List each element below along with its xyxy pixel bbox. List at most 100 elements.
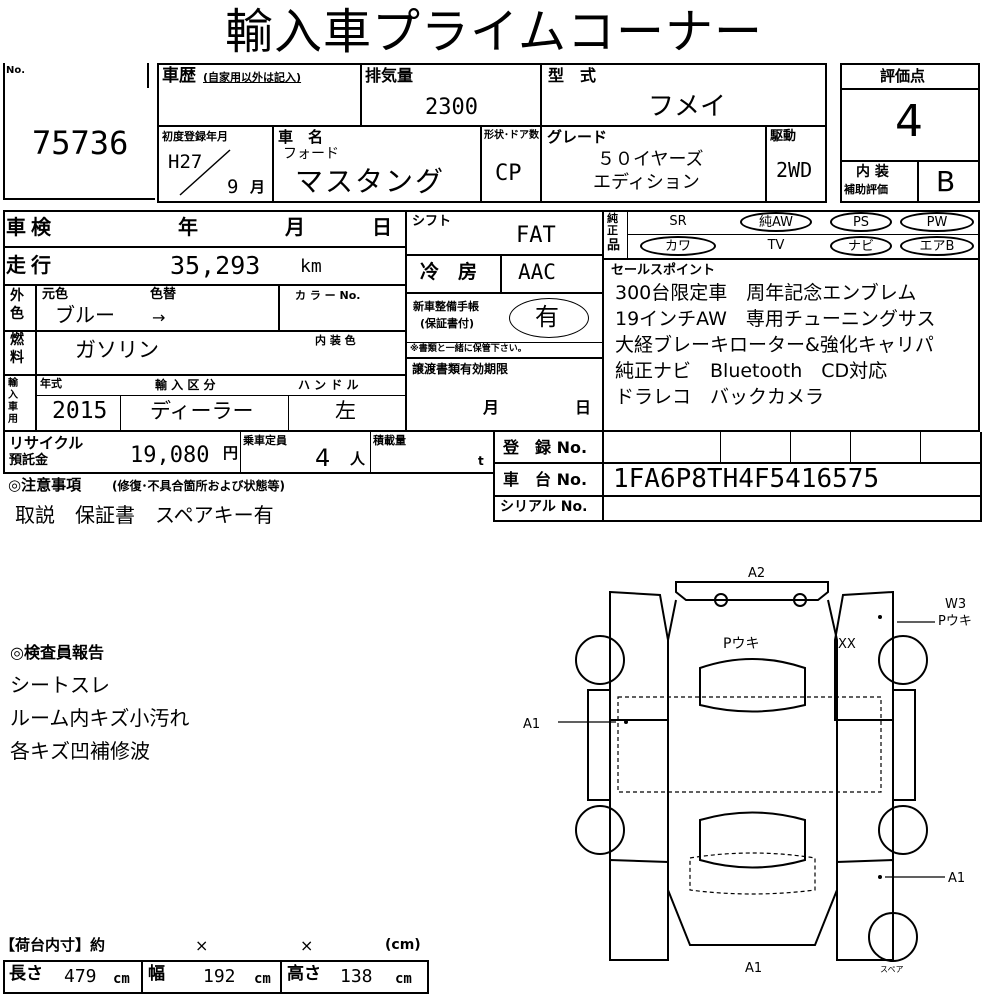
import-side-label: 輸入車用 — [8, 378, 18, 425]
transfer-day: 日 — [575, 398, 592, 417]
serial-label: シリアル No. — [500, 499, 588, 515]
diagram-spare-label: スペア — [880, 965, 903, 974]
history-label: 車歴 — [162, 66, 196, 86]
color-orig-label: 元色 — [42, 287, 69, 302]
score-value: 4 — [895, 96, 923, 147]
import-type: ディーラー — [150, 399, 254, 423]
interior-label-2: 補助評価 — [844, 183, 888, 196]
equipment-side-2: 品 — [607, 238, 621, 253]
width-value: 192 — [203, 966, 236, 987]
service-book-note: ※書類と一緒に保管下さい。 — [410, 344, 527, 354]
first-reg-month: 9 — [227, 176, 239, 198]
equipment-row2-item-2: ナビ — [830, 236, 892, 256]
chassis-value: 1FA6P8TH4F5416575 — [613, 464, 880, 494]
recycle-unit: 円 — [223, 444, 239, 462]
mileage-value: 35,293 — [170, 251, 261, 280]
grade-line1: ５０イヤーズ — [597, 149, 704, 170]
equipment-row1-item-2: PS — [830, 212, 892, 232]
import-type-label: 輸 入 区 分 — [155, 378, 216, 392]
diagram-mark-w3: W3 — [945, 597, 966, 612]
interior-label-1: 内 装 — [856, 164, 889, 180]
import-handle-label: ハ ン ド ル — [298, 378, 359, 392]
first-reg-month-unit: 月 — [250, 178, 266, 196]
color-orig: ブルー — [55, 303, 115, 327]
ac-label: 冷 房 — [420, 261, 478, 283]
equipment-row2-item-1: TV — [767, 238, 785, 253]
cargo-x1: × — [195, 936, 209, 955]
fuel-value: ガソリン — [75, 338, 159, 362]
sales-point-2: 19インチAW 専用チューニングサス — [615, 308, 936, 330]
notes-text: 取説 保証書 スペアキー有 — [15, 503, 274, 527]
grade-label: グレード — [547, 128, 608, 146]
equipment-row2-item-3: エアB — [900, 236, 974, 256]
displacement-label: 排気量 — [365, 66, 414, 85]
inspector-line-1: シートスレ — [10, 673, 110, 697]
recycle-value: 19,080 — [130, 443, 210, 468]
capacity-unit: 人 — [350, 450, 366, 468]
inspection-day: 日 — [372, 215, 392, 239]
interior-color-label: 内 装 色 — [315, 334, 356, 347]
inspection-label: 車検 — [6, 215, 56, 239]
history-note: (自家用以外は記入) — [203, 71, 302, 84]
car-damage-diagram: A2 W3 Pウキ Pウキ XX A1 A1 A1 スペア — [523, 566, 972, 976]
diagram-mark-a1-right: A1 — [948, 871, 965, 886]
shift-value: FAT — [516, 223, 556, 248]
registration-label: 登 録 No. — [503, 438, 588, 457]
mileage-label: 走行 — [6, 253, 56, 277]
recycle-label-2: 預託金 — [9, 453, 49, 468]
transfer-month: 月 — [483, 398, 500, 417]
color-arrow: → — [152, 308, 166, 327]
height-label: 高さ — [287, 964, 321, 984]
color-code-label: カ ラ ー No. — [295, 289, 361, 302]
height-unit: cm — [395, 971, 412, 987]
drive-label: 駆動 — [770, 129, 797, 144]
cargo-unit: (cm) — [385, 937, 421, 953]
chassis-label: 車 台 No. — [503, 470, 588, 489]
recycle-label-1: リサイクル — [9, 434, 84, 452]
height-value: 138 — [340, 966, 373, 987]
diagram-mark-a1-bottom: A1 — [745, 961, 762, 976]
equipment-row1-item-1: 純AW — [740, 212, 812, 232]
body-label: 形状･ドア数 — [484, 130, 539, 141]
width-unit: cm — [254, 971, 271, 987]
equipment-row2-item-0: カワ — [640, 236, 716, 256]
sales-point-1: 300台限定車 周年記念エンブレム — [615, 282, 917, 304]
sales-points-label: セールスポイント — [611, 263, 716, 278]
length-label: 長さ — [9, 964, 43, 984]
first-reg-era: H27 — [168, 151, 203, 173]
diagram-mark-xx: XX — [838, 637, 856, 652]
car-name-label: 車 名 — [278, 128, 324, 146]
car-name: マスタング — [295, 165, 446, 198]
diagram-mark-a1-left: A1 — [523, 717, 540, 732]
cargo-x2: × — [300, 936, 314, 955]
notes-label: ◎注意事項 — [8, 476, 82, 494]
equipment-row1-item-0: SR — [669, 214, 687, 229]
import-handle: 左 — [335, 399, 356, 423]
length-unit: cm — [113, 971, 130, 987]
body-value: CP — [495, 161, 522, 186]
ac-value: AAC — [518, 260, 556, 284]
import-year: 2015 — [52, 398, 108, 424]
car-maker: フォード — [283, 146, 339, 162]
color-side-2: 色 — [10, 306, 24, 322]
inspector-line-3: 各キズ凹補修波 — [10, 739, 150, 763]
color-side-1: 外 — [10, 288, 24, 304]
inspector-label: ◎検査員報告 — [10, 643, 104, 662]
model-type-label: 型 式 — [548, 66, 597, 85]
load-unit: t — [478, 454, 484, 468]
service-book-value: 有 — [535, 303, 559, 331]
score-label: 評価点 — [880, 67, 926, 85]
service-book-label-2: (保証書付) — [420, 317, 475, 330]
notes-sub: (修復･不具合箇所および状態等) — [112, 479, 285, 493]
lot-label: No. — [6, 65, 26, 76]
width-label: 幅 — [148, 964, 165, 984]
equipment-row1-item-3: PW — [900, 212, 974, 232]
shift-label: シフト — [412, 214, 452, 229]
load-label: 積載量 — [373, 434, 406, 447]
import-year-label: 年式 — [40, 377, 62, 390]
displacement-value: 2300 — [425, 95, 478, 120]
inspector-line-2: ルーム内キズ小汚れ — [10, 706, 190, 730]
page-title: 輸入車プライムコーナー — [225, 4, 764, 60]
transfer-label: 譲渡書類有効期限 — [412, 362, 509, 376]
model-type-value: フメイ — [648, 92, 727, 122]
